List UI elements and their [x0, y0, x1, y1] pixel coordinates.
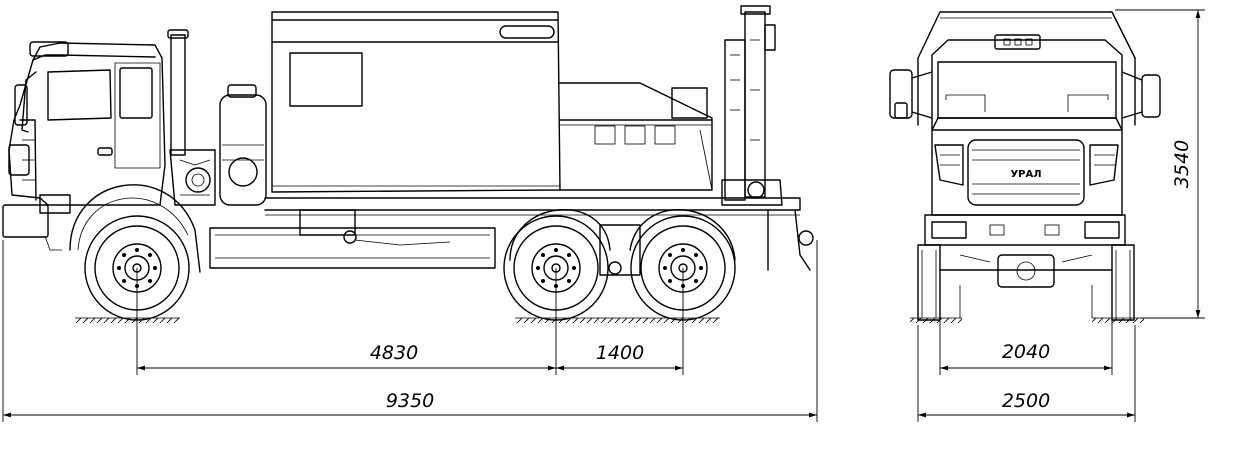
cab-front: УРАЛ	[889, 34, 1161, 216]
front-wheels	[917, 244, 1135, 321]
front-dimensions: 2040 2500 3540	[917, 9, 1205, 422]
dimension-3540: 3540	[1171, 140, 1193, 188]
utility-body	[271, 11, 713, 193]
dimension-2040: 2040	[1002, 341, 1050, 363]
loader-crane	[721, 5, 814, 271]
dimension-4830: 4830	[370, 342, 418, 364]
dimension-2500: 2500	[1002, 390, 1050, 412]
front-body-outline	[917, 11, 1136, 126]
truck-cab-side	[2, 29, 189, 251]
equipment-module	[169, 84, 267, 206]
grille-logo: УРАЛ	[1010, 169, 1041, 180]
front-view: УРАЛ	[889, 9, 1205, 422]
front-wheel-studs	[117, 248, 157, 288]
ground-line-front	[910, 317, 1144, 323]
dimension-9350: 9350	[386, 390, 434, 412]
front-bumper	[924, 214, 1126, 246]
dimension-1400: 1400	[596, 342, 644, 364]
rear-axles-side	[503, 209, 736, 321]
chassis-frame	[209, 197, 801, 269]
side-dimensions: 4830 1400 9350	[2, 240, 818, 422]
front-wheel-side	[69, 184, 201, 321]
ground-line-side	[75, 317, 720, 323]
side-view: 4830 1400 9350	[2, 5, 818, 422]
